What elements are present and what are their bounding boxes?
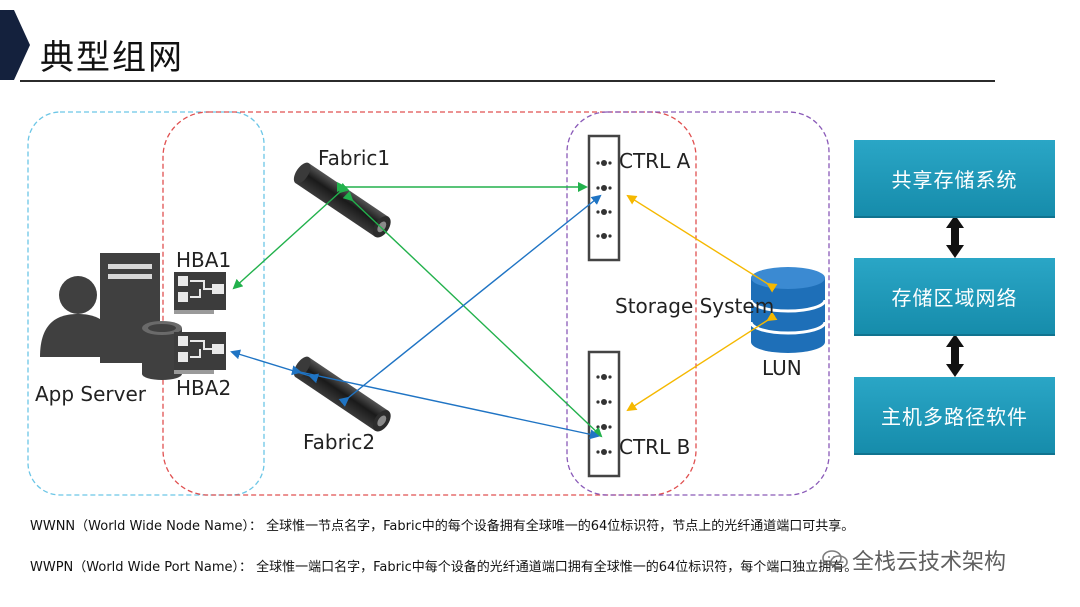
fabric1-label: Fabric1 xyxy=(318,146,391,170)
storage-zone xyxy=(566,111,830,496)
link-lun-ctrl-b xyxy=(626,311,778,412)
app-server-label: App Server xyxy=(35,382,147,406)
layer-arrow-2 xyxy=(946,334,964,377)
fabric2-switch-icon xyxy=(293,356,391,432)
link-lun-ctrl-a xyxy=(626,194,778,293)
wwnn-definition: WWNN（World Wide Node Name）： 全球惟一节点名字，Fab… xyxy=(30,519,855,534)
storage-system-label: Storage System xyxy=(615,294,775,318)
hba1-label: HBA1 xyxy=(176,248,232,272)
layer-box-san: 存储区域网络 xyxy=(854,258,1055,336)
layer-arrow-1 xyxy=(946,215,964,258)
hba2-label: HBA2 xyxy=(176,376,232,400)
watermark: 全栈云技术架构 xyxy=(822,544,1006,577)
ctrl-a-controller-icon xyxy=(587,134,621,262)
fabric-zone xyxy=(162,111,697,496)
title-divider xyxy=(20,80,995,82)
link-fabric2-ctrl-a xyxy=(338,194,602,407)
lun-label: LUN xyxy=(762,356,802,380)
fabric2-label: Fabric2 xyxy=(303,430,376,454)
wwpn-definition: WWPN（World Wide Port Name）： 全球惟一端口名字，Fab… xyxy=(30,560,858,575)
link-fabric1-hba1 xyxy=(232,182,350,290)
layer-box-shared-storage: 共享存储系统 xyxy=(854,140,1055,218)
page-title: 典型组网 xyxy=(40,38,184,78)
link-fabric2-ctrl-b xyxy=(291,365,600,440)
ctrl-b-label: CTRL B xyxy=(619,435,691,459)
hba2-card-icon xyxy=(174,332,226,374)
wechat-icon xyxy=(822,549,848,577)
fabric1-switch-icon xyxy=(293,162,391,238)
layer-box-multipath: 主机多路径软件 xyxy=(854,377,1055,455)
user-icon xyxy=(40,276,116,357)
watermark-text: 全栈云技术架构 xyxy=(852,550,1007,575)
link-fabric1-ctrl-b xyxy=(342,190,603,438)
hba1-card-icon xyxy=(174,272,226,314)
ctrl-a-label: CTRL A xyxy=(619,149,691,173)
ctrl-b-controller-icon xyxy=(587,350,621,478)
title-accent-bar xyxy=(0,10,30,80)
